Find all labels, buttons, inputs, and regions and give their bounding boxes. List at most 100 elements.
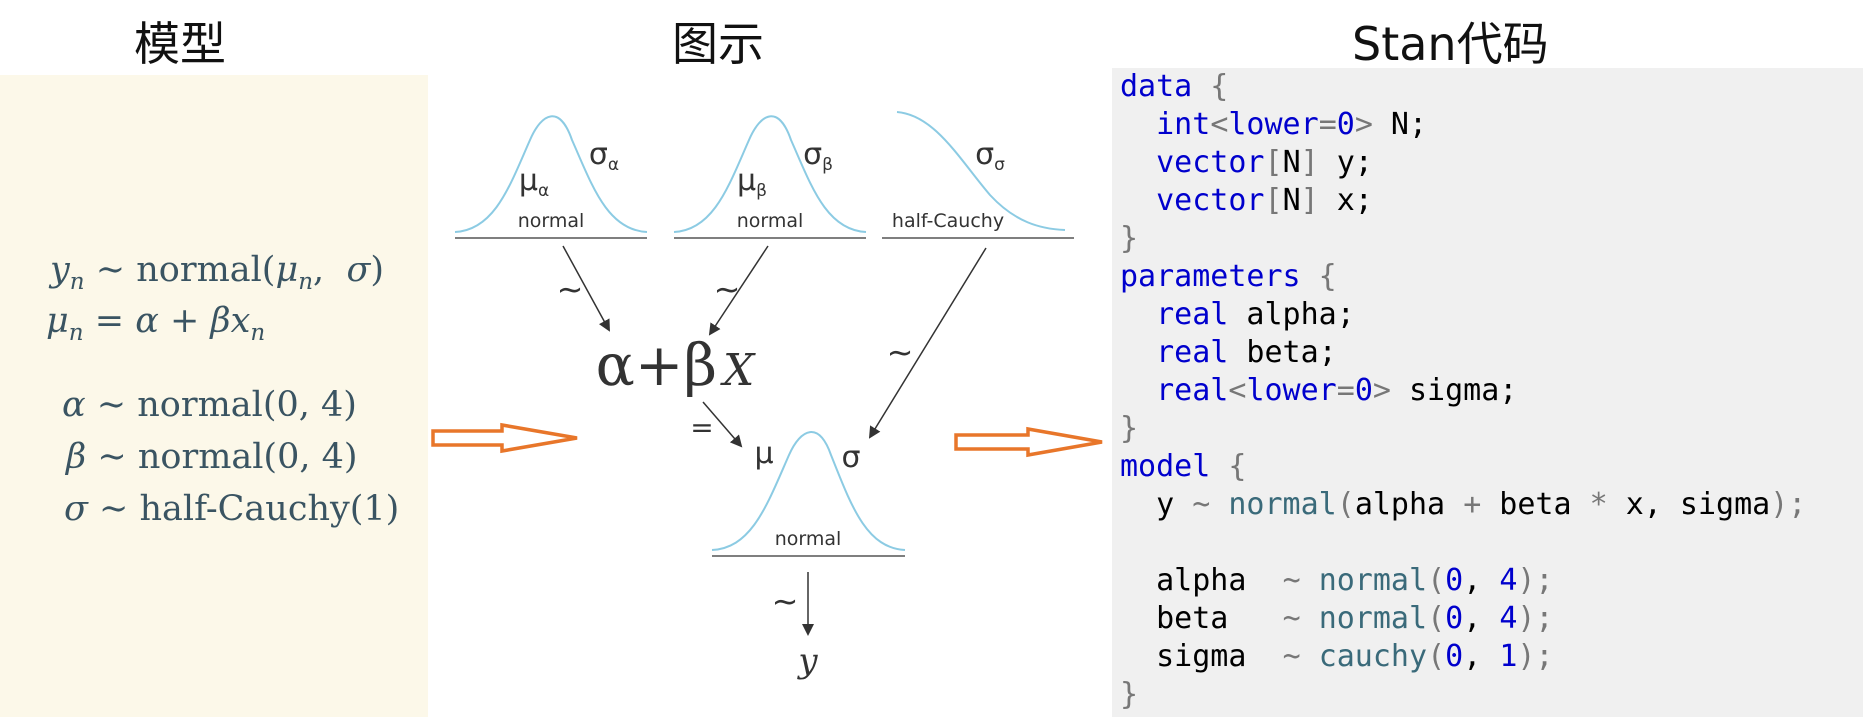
code-token <box>1301 639 1319 674</box>
eq-rel: ∼ <box>95 250 126 290</box>
code-token: ~ <box>1192 487 1211 522</box>
code-token: = <box>1336 373 1355 408</box>
code-token: { <box>1300 259 1337 294</box>
code-line: alpha ~ normal(0, 4); <box>1120 563 1553 598</box>
alpha-prior-equation: α ∼ normal(0, 4) <box>62 385 357 425</box>
code-token: 0 <box>1445 563 1464 598</box>
code-token: 0 <box>1336 107 1355 142</box>
eq-sep: , <box>313 250 347 290</box>
scale-symbol: σ <box>841 440 860 475</box>
code-token: alpha; <box>1228 297 1355 332</box>
code-token: ); <box>1770 487 1807 522</box>
code-token: ( <box>1336 487 1355 522</box>
code-token: ); <box>1517 601 1554 636</box>
eq-dist: half-Cauchy(1) <box>139 489 400 529</box>
diagram-to-code-arrow <box>954 426 1103 458</box>
code-token: ); <box>1517 639 1554 674</box>
code-token: < <box>1228 373 1247 408</box>
code-token: 1 <box>1499 639 1518 674</box>
code-token: model <box>1120 449 1211 484</box>
code-line: real alpha; <box>1120 297 1355 332</box>
code-token: N <box>1282 145 1301 180</box>
code-token <box>1120 107 1156 142</box>
code-token <box>1301 563 1319 598</box>
code-token: lower <box>1246 373 1337 408</box>
dist-label: normal <box>775 528 842 550</box>
beta-prior-node: μβ σβ normal <box>673 115 867 239</box>
eq-sub: n <box>69 269 85 295</box>
dist-label: half-Cauchy <box>892 210 1004 232</box>
sigma-prior-node: σσ half-Cauchy <box>882 111 1074 239</box>
dist-label: normal <box>737 210 804 232</box>
code-token: ( <box>1427 563 1446 598</box>
code-token: + <box>1463 487 1482 522</box>
likelihood-equation: yn ∼ normal(μn, σ) <box>50 250 384 295</box>
normal-curve <box>454 115 648 233</box>
eq-lhs: α <box>62 385 86 425</box>
code-token: } <box>1120 411 1139 446</box>
code-token: alpha <box>1120 563 1283 598</box>
code-token: sigma <box>1120 639 1283 674</box>
code-token: vector <box>1156 183 1265 218</box>
code-column-title: Stan代码 <box>1352 17 1549 71</box>
eq-sub: n <box>298 269 314 295</box>
code-token: ~ <box>1282 563 1301 598</box>
code-token: data <box>1120 69 1193 104</box>
code-token <box>1210 487 1228 522</box>
code-token: beta <box>1481 487 1590 522</box>
scale-symbol: σβ <box>803 137 833 175</box>
eq-arg: σ <box>346 250 371 290</box>
eq-dist: normal(0, 4) <box>137 437 358 477</box>
code-token: 0 <box>1445 601 1464 636</box>
linear-to-mu-arrow <box>702 401 743 448</box>
diagram-column-title: 图示 <box>672 17 764 71</box>
half-cauchy-curve <box>896 111 1066 231</box>
eq-rel: ∼ <box>99 489 129 529</box>
code-token: real <box>1156 335 1229 370</box>
model-column-title: 模型 <box>134 17 226 71</box>
code-line: sigma ~ cauchy(0, 1); <box>1120 639 1554 674</box>
linear-predictor-equation: μn = α + βxn <box>46 301 265 346</box>
code-line: real<lower=0> sigma; <box>1120 373 1517 408</box>
code-token: N <box>1282 183 1301 218</box>
eq-lhs: σ <box>64 489 88 529</box>
alpha-arrow <box>562 245 610 332</box>
code-token: y <box>1120 487 1193 522</box>
code-token <box>1120 297 1156 332</box>
beta-arrow <box>708 245 769 336</box>
eq-lhs: y <box>50 250 70 290</box>
code-token: [ <box>1264 183 1283 218</box>
eq-dist: normal( <box>136 250 276 290</box>
eq-rel: = <box>94 301 125 341</box>
code-token: 0 <box>1354 373 1373 408</box>
code-token: lower <box>1228 107 1319 142</box>
eq-var: x <box>230 301 251 341</box>
code-token: 4 <box>1499 563 1518 598</box>
stan-code-panel: data { int<lower=0> N; vector[N] y; vect… <box>1112 68 1863 717</box>
code-token: > <box>1372 373 1391 408</box>
code-token: ( <box>1427 601 1446 636</box>
code-line: model { <box>1120 449 1246 484</box>
code-token: real <box>1156 297 1229 332</box>
code-token: cauchy <box>1318 639 1428 674</box>
eq-close: ) <box>370 250 384 290</box>
mean-symbol: μβ <box>737 163 767 201</box>
code-token: x, sigma <box>1607 487 1771 522</box>
code-token: real <box>1156 373 1229 408</box>
code-token: 4 <box>1499 601 1518 636</box>
equals-sign: = <box>690 411 713 444</box>
code-line: vector[N] x; <box>1120 183 1373 218</box>
eq-dist: normal(0, 4) <box>137 385 357 425</box>
tilde-y: ~ <box>772 582 799 620</box>
eq-lhs: μ <box>46 301 69 341</box>
code-line: real beta; <box>1120 335 1337 370</box>
code-token <box>1120 183 1156 218</box>
code-token: y; <box>1318 145 1373 180</box>
normal-curve <box>673 115 867 233</box>
code-token <box>1301 601 1319 636</box>
code-token: < <box>1210 107 1229 142</box>
code-token: > <box>1354 107 1373 142</box>
code-token: { <box>1192 69 1229 104</box>
code-token: parameters <box>1120 259 1301 294</box>
code-line: parameters { <box>1120 259 1337 294</box>
